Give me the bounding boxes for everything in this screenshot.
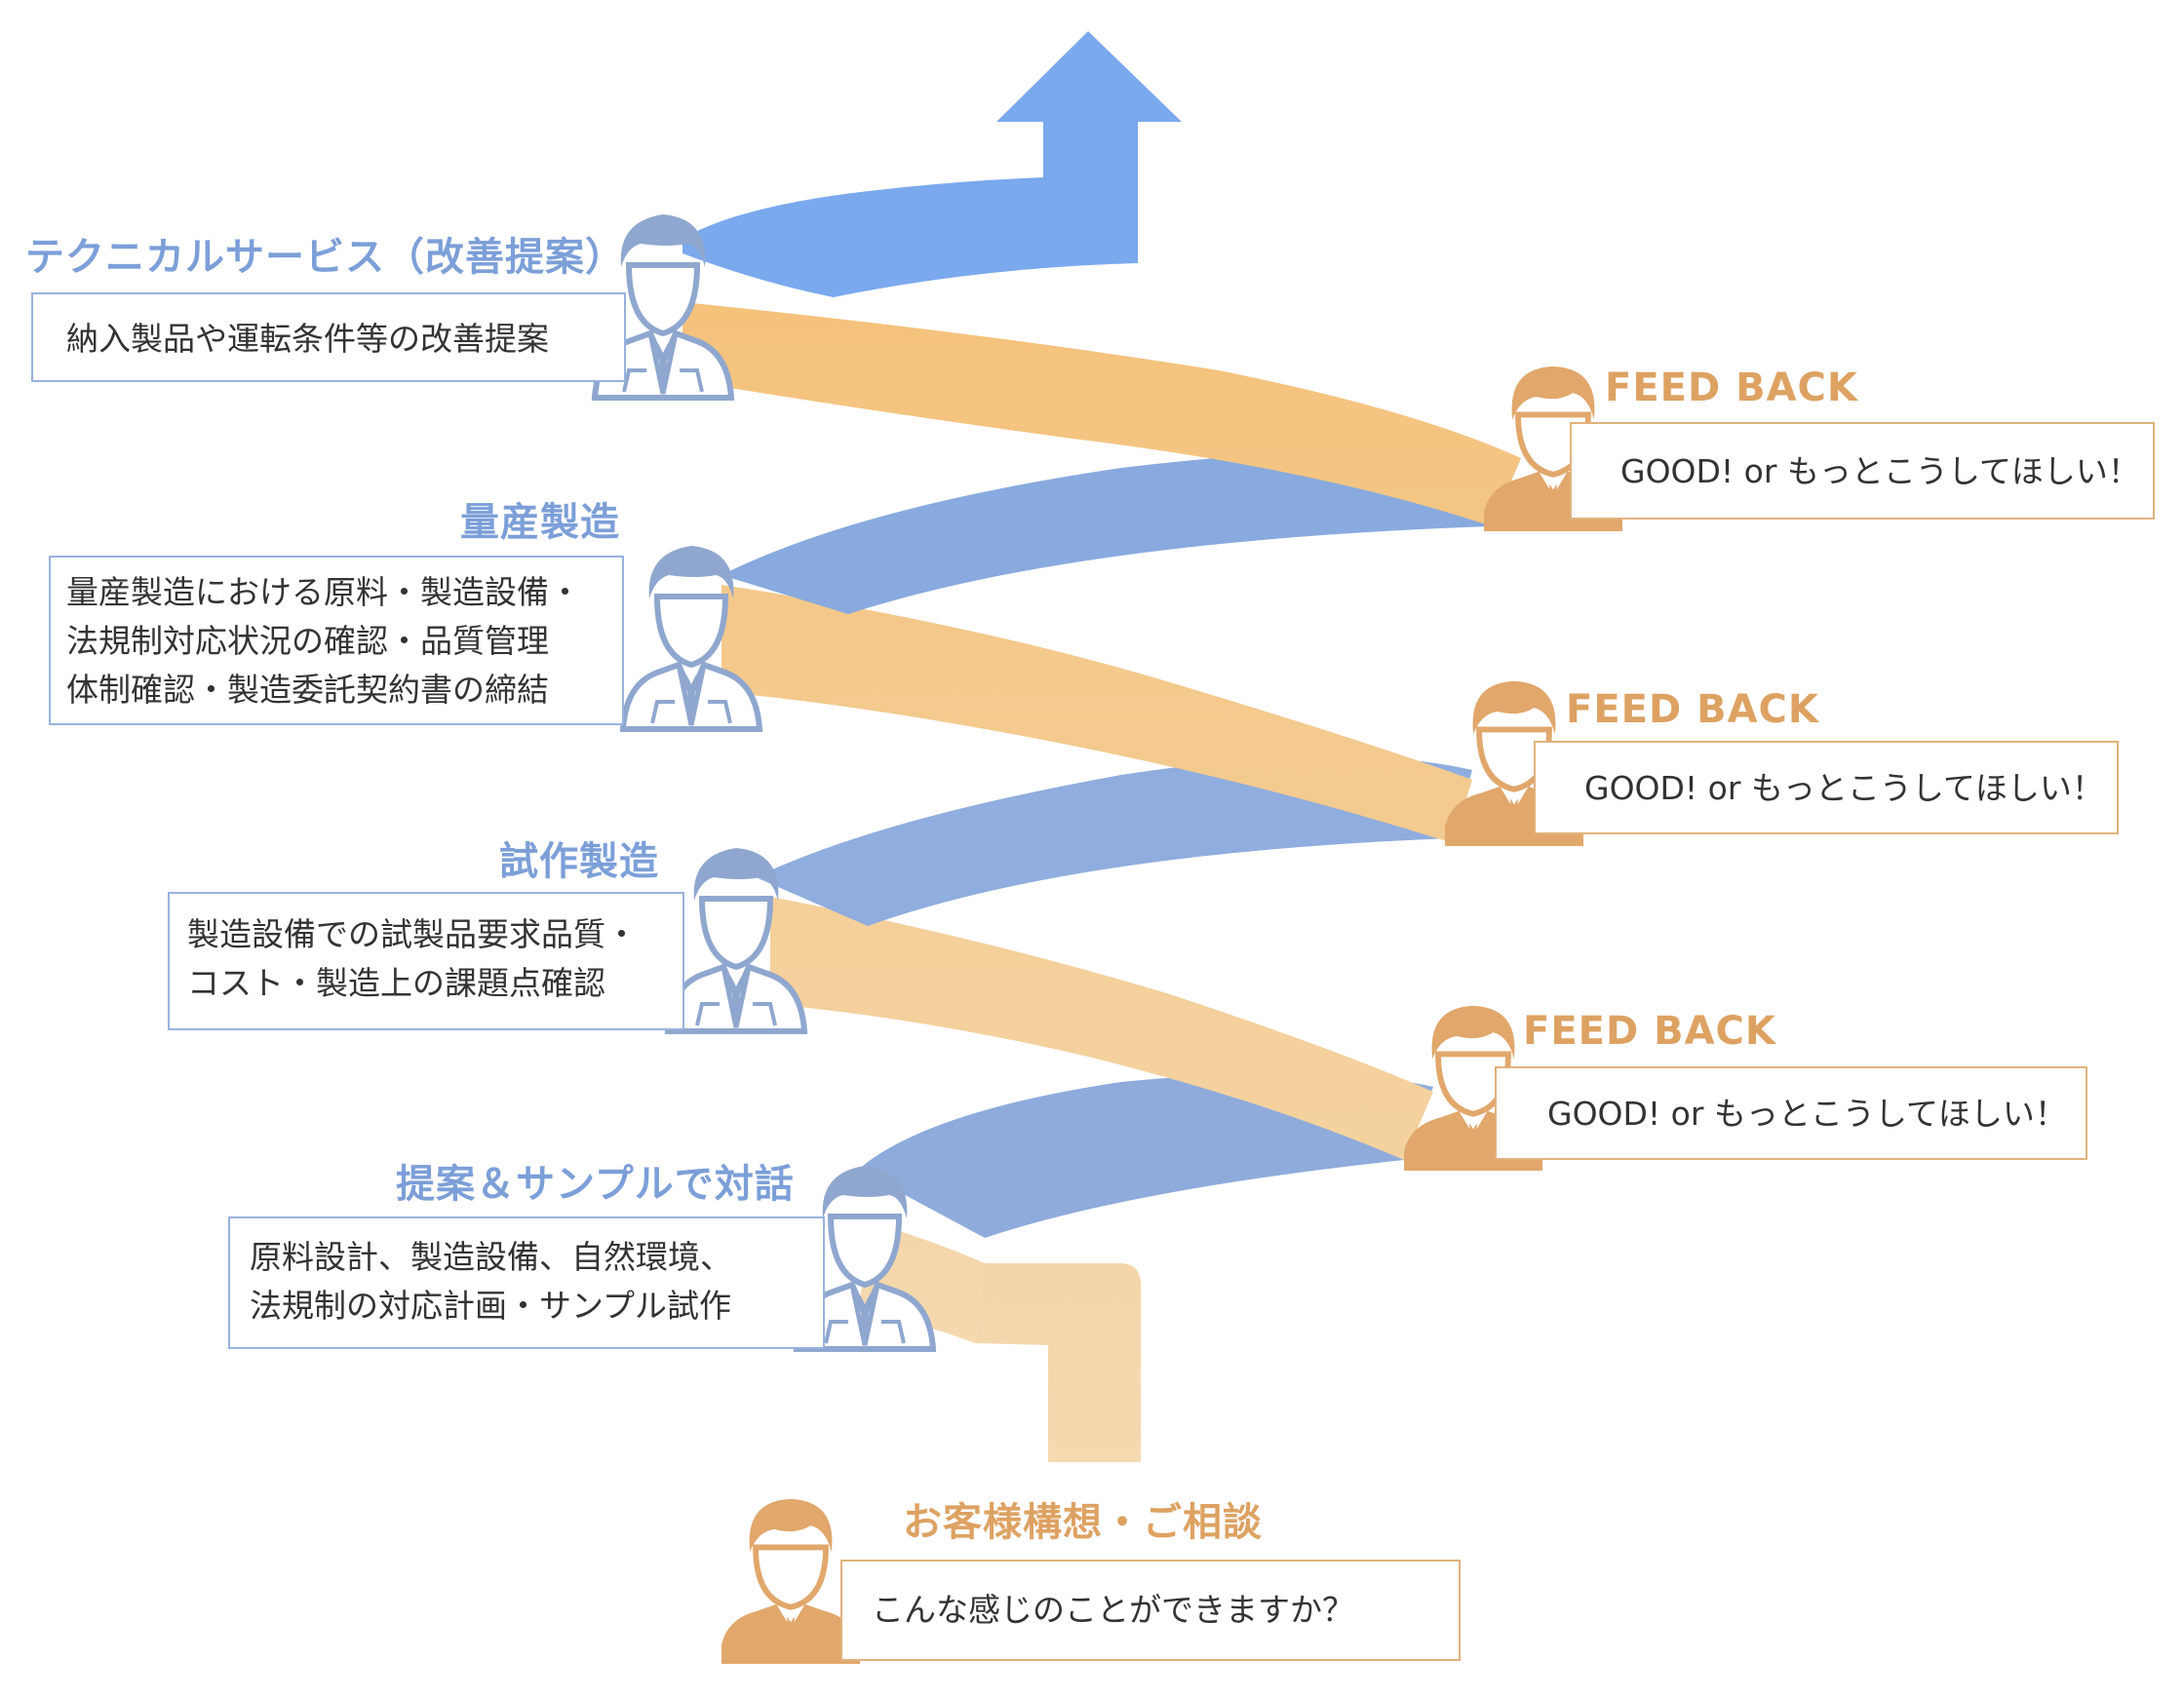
band-bottom-orange	[975, 1263, 1141, 1462]
feedback-title-2: FEED BACK	[1566, 687, 1819, 732]
person-icon-trial	[664, 848, 808, 1034]
stage-text-line: 製造設備での試製品要求品質・	[187, 915, 638, 953]
stage-box-technical-service: 納入製品や運転条件等の改善提案	[31, 292, 626, 382]
feedback-box-2: GOOD! or もっとこうしてほしい！	[1534, 741, 2119, 834]
stage-box-trial: 製造設備での試製品要求品質・ コスト・製造上の課題点確認	[168, 892, 684, 1030]
stage-box-mass-production: 量産製造における原料・製造設備・ 法規制対応状況の確認・品質管理 体制確認・製造…	[49, 556, 624, 725]
up-arrow	[682, 31, 1182, 297]
feedback-text: GOOD! or もっとこうしてほしい！	[1547, 1095, 2067, 1133]
feedback-text: GOOD! or もっとこうしてほしい！	[1584, 769, 2104, 807]
stage-text-line: 法規制対応状況の確認・品質管理	[66, 622, 549, 660]
customer-text: こんな感じのことができますか？	[872, 1591, 1354, 1629]
stage-title-technical-service: テクニカルサービス（改善提案）	[25, 235, 625, 280]
band-blue-2	[756, 756, 1472, 926]
person-icon-mass-production	[619, 546, 763, 732]
feedback-title-3: FEED BACK	[1523, 1009, 1776, 1054]
band-orange-2	[770, 897, 1433, 1160]
feedback-title-1: FEED BACK	[1605, 366, 1858, 410]
stage-title-mass-production: 量産製造	[460, 500, 620, 545]
person-icon-technical	[591, 214, 735, 401]
customer-box: こんな感じのことができますか？	[840, 1560, 1461, 1661]
stage-text-line: コスト・製造上の課題点確認	[187, 964, 605, 1002]
feedback-box-3: GOOD! or もっとこうしてほしい！	[1495, 1066, 2087, 1160]
band-orange-3	[722, 585, 1472, 843]
person-icon-proposal	[793, 1166, 937, 1352]
feedback-text: GOOD! or もっとこうしてほしい！	[1620, 452, 2140, 490]
stage-text-line: 納入製品や運転条件等の改善提案	[66, 320, 549, 358]
stage-text-line: 原料設計、製造設備、自然環境、	[250, 1238, 732, 1276]
stage-title-trial: 試作製造	[499, 839, 659, 884]
stage-box-proposal: 原料設計、製造設備、自然環境、 法規制の対応計画・サンプル試作	[228, 1216, 825, 1349]
stage-text-line: 体制確認・製造委託契約書の締結	[66, 671, 549, 709]
band-blue-3	[722, 450, 1521, 614]
feedback-box-1: GOOD! or もっとこうしてほしい！	[1570, 422, 2155, 520]
customer-icon-consultation	[722, 1498, 860, 1665]
stage-text-line: 量産製造における原料・製造設備・	[66, 573, 581, 611]
stage-title-proposal: 提案＆サンプルで対話	[396, 1162, 795, 1207]
stage-text-line: 法規制の対応計画・サンプル試作	[250, 1287, 732, 1325]
band-orange-4	[682, 302, 1521, 526]
customer-title: お客様構想・ご相談	[903, 1500, 1263, 1545]
